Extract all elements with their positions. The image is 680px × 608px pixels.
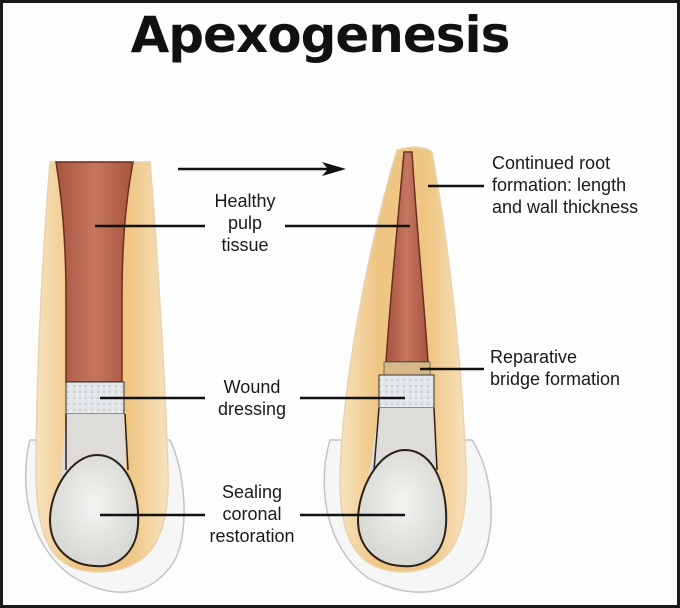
progression-arrow-icon [178,162,346,176]
tooth-before [25,161,185,593]
label-sealing-coronal-restoration: Sealing coronal restoration [209,482,295,546]
tooth-after [323,146,492,593]
diagram-title: Apexogenesis [130,6,511,64]
label-reparative-bridge-formation: Reparative bridge formation [490,347,621,389]
leader-lines [95,184,484,517]
wound-dressing-after [378,374,435,409]
pulp-before [55,161,134,383]
label-healthy-pulp-tissue: Healthy pulp tissue [214,191,276,255]
coronal-restoration-after [356,448,448,568]
label-wound-dressing: Wound dressing [217,377,287,419]
label-continued-root-formation: Continued root formation: length and wal… [492,153,639,217]
coronal-restoration-before [48,453,140,568]
